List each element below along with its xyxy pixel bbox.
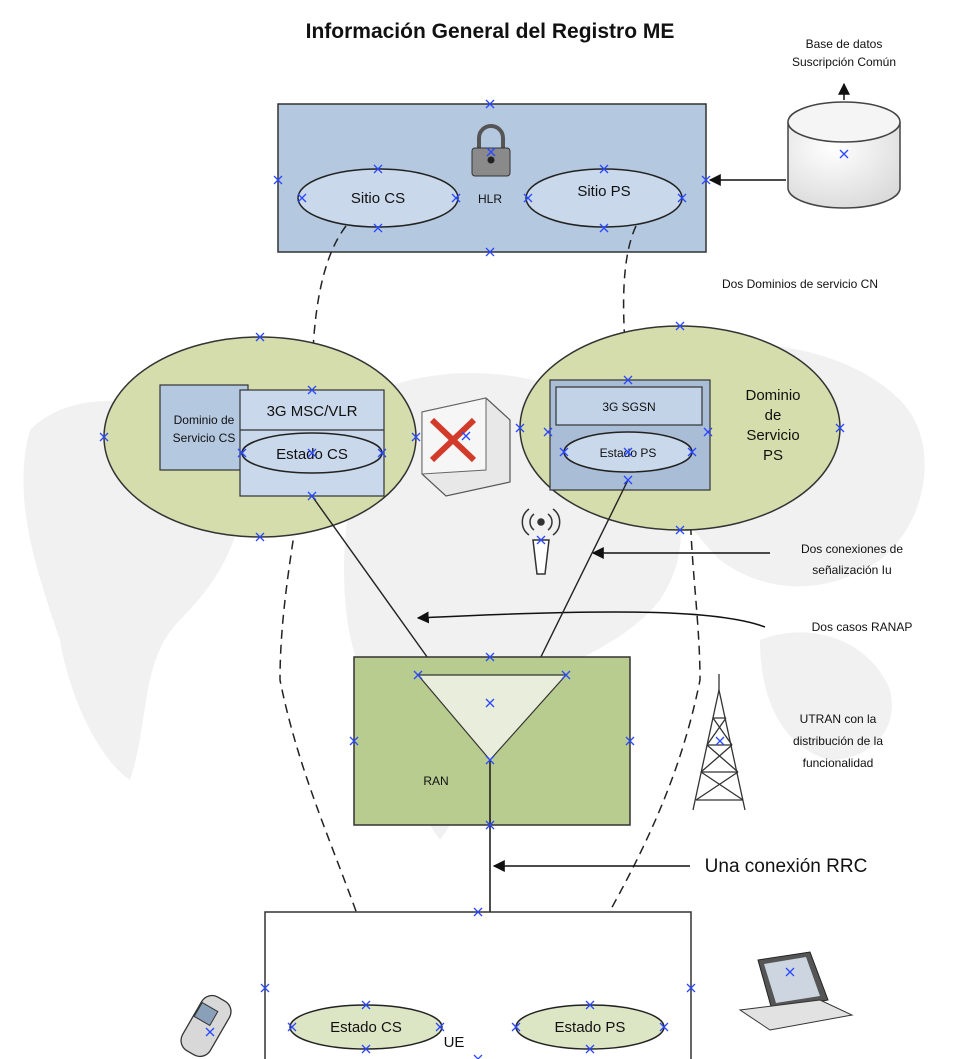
anchor-marker — [413, 670, 423, 680]
anchor-marker — [485, 820, 495, 830]
switch-icon — [421, 397, 511, 497]
ue-label: UE — [444, 1034, 465, 1051]
cs-domain-label-line2: Servicio CS — [173, 431, 236, 445]
utran-label-line2: distribución de la — [793, 734, 883, 748]
anchor-marker — [523, 193, 533, 203]
ps-domain-label-line2: de — [765, 407, 782, 424]
database-icon — [787, 101, 901, 209]
anchor-marker — [585, 1044, 595, 1054]
state-ps-core-label: Estado PS — [600, 446, 657, 460]
rrc-label: Una conexión RRC — [705, 856, 868, 877]
database-label-line1: Base de datos — [806, 37, 883, 51]
anchor-marker — [703, 427, 713, 437]
laptop-icon — [738, 951, 854, 1031]
anchor-marker — [677, 193, 687, 203]
ps-domain-label-line1: Dominio — [745, 387, 800, 404]
anchor-marker — [205, 1027, 215, 1037]
anchor-marker — [536, 535, 546, 545]
anchor-marker — [625, 736, 635, 746]
anchor-marker — [485, 99, 495, 109]
radio-tower-icon — [692, 674, 746, 811]
ran-label: RAN — [423, 774, 448, 788]
anchor-marker — [485, 247, 495, 257]
anchor-marker — [237, 448, 247, 458]
anchor-marker — [307, 385, 317, 395]
anchor-marker — [585, 1000, 595, 1010]
anchor-marker — [559, 447, 569, 457]
anchor-marker — [373, 164, 383, 174]
ran-triangle — [416, 674, 568, 761]
msc-vlr-label: 3G MSC/VLR — [267, 403, 358, 420]
ps-domain-label-line3: Servicio — [746, 427, 799, 444]
utran-label-line1: UTRAN con la — [800, 712, 877, 726]
anchor-marker — [561, 670, 571, 680]
anchor-marker — [461, 431, 471, 441]
anchor-marker — [377, 448, 387, 458]
anchor-marker — [435, 1022, 445, 1032]
anchor-marker — [260, 983, 270, 993]
anchor-marker — [349, 736, 359, 746]
anchor-marker — [361, 1000, 371, 1010]
anchor-marker — [515, 423, 525, 433]
anchor-marker — [287, 1022, 297, 1032]
state-ps-ue-label: Estado PS — [555, 1019, 626, 1036]
ranap-label: Dos casos RANAP — [812, 620, 913, 634]
anchor-marker — [675, 525, 685, 535]
anchor-marker — [599, 164, 609, 174]
iu-connections-label-line1: Dos conexiones de — [801, 542, 903, 556]
anchor-marker — [373, 223, 383, 233]
anchor-marker — [485, 652, 495, 662]
anchor-markers — [99, 99, 849, 1059]
anchor-marker — [485, 755, 495, 765]
anchor-marker — [473, 907, 483, 917]
antenna-icon — [521, 508, 561, 575]
anchor-marker — [715, 736, 725, 746]
anchor-marker — [485, 698, 495, 708]
anchor-marker — [785, 967, 795, 977]
anchor-marker — [687, 447, 697, 457]
anchor-marker — [411, 432, 421, 442]
utran-label-line3: funcionalidad — [803, 756, 874, 770]
anchor-marker — [701, 175, 711, 185]
anchor-marker — [361, 1044, 371, 1054]
anchor-marker — [659, 1022, 669, 1032]
cs-domain-label-line1: Dominio de — [174, 413, 235, 427]
padlock-icon — [471, 124, 511, 177]
anchor-marker — [273, 175, 283, 185]
site-ps-label: Sitio PS — [577, 183, 630, 200]
anchor-marker — [835, 423, 845, 433]
anchor-marker — [623, 447, 633, 457]
anchor-marker — [255, 332, 265, 342]
site-cs-label: Sitio CS — [351, 190, 405, 207]
anchor-marker — [543, 427, 553, 437]
sgsn-label: 3G SGSN — [602, 400, 655, 414]
anchor-marker — [686, 983, 696, 993]
anchor-marker — [297, 193, 307, 203]
anchor-marker — [623, 375, 633, 385]
iu-connections-label-line2: señalización Iu — [812, 563, 891, 577]
hlr-label: HLR — [478, 192, 502, 206]
anchor-marker — [99, 432, 109, 442]
anchor-marker — [839, 149, 849, 159]
anchor-marker — [511, 1022, 521, 1032]
state-cs-ue-label: Estado CS — [330, 1019, 402, 1036]
ps-domain-label-line4: PS — [763, 447, 783, 464]
anchor-marker — [451, 193, 461, 203]
anchor-marker — [599, 223, 609, 233]
cn-domains-label: Dos Dominios de servicio CN — [722, 277, 878, 291]
anchor-marker — [486, 147, 496, 157]
anchor-marker — [307, 448, 317, 458]
anchor-marker — [473, 1054, 483, 1059]
state-cs-core-label: Estado CS — [276, 446, 348, 463]
database-label-line2: Suscripción Común — [792, 55, 896, 69]
mobile-phone-icon — [180, 994, 232, 1058]
anchor-marker — [623, 475, 633, 485]
anchor-marker — [307, 491, 317, 501]
anchor-marker — [255, 532, 265, 542]
diagram-title: Información General del Registro ME — [306, 20, 675, 43]
cs-domain-box — [159, 384, 249, 471]
anchor-marker — [675, 321, 685, 331]
